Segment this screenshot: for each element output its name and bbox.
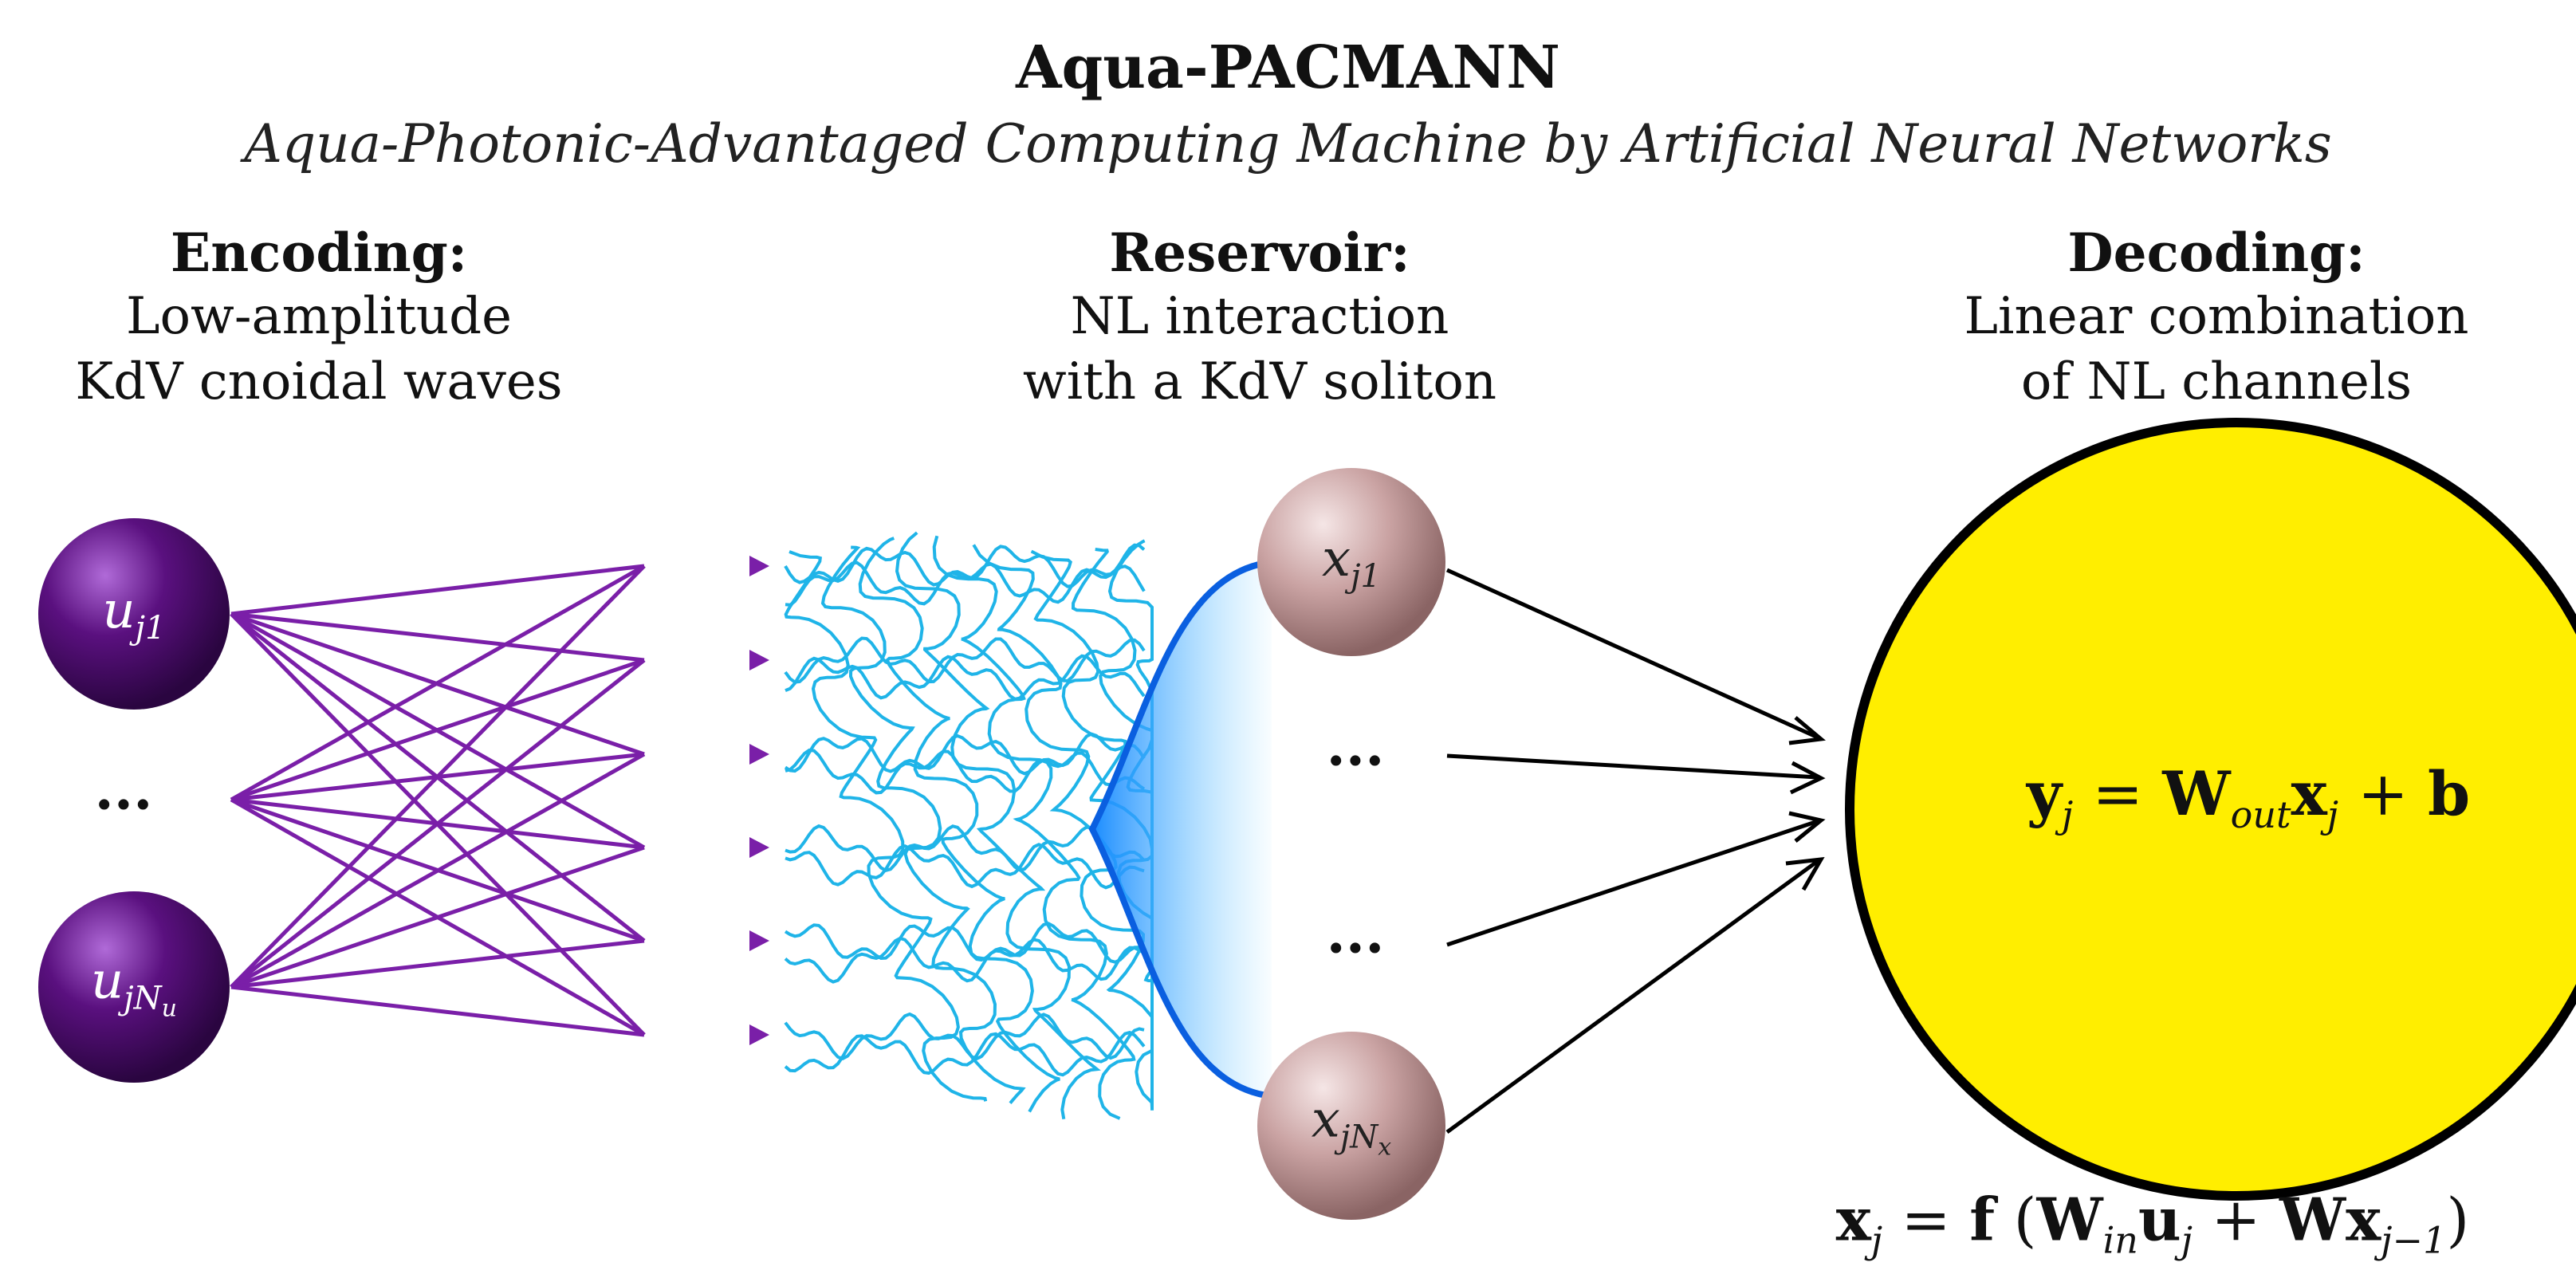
decoding-line-2: of NL channels	[2020, 352, 2413, 411]
encoding-arrow-head	[749, 556, 769, 576]
cnoidal-wave	[784, 550, 988, 1102]
cnoidal-wave	[785, 654, 1146, 701]
cnoidal-wave	[972, 544, 1154, 1111]
encoding-connection-line	[230, 938, 645, 989]
decoding-heading: Decoding:	[2067, 222, 2366, 284]
input-ellipsis: ...	[94, 756, 153, 823]
output-circle	[1845, 418, 2576, 1201]
reservoir-ellipsis-2: ...	[1326, 899, 1385, 966]
reservoir-node-last-label: xjNx	[1311, 1090, 1392, 1162]
encoding-arrow-head	[749, 930, 769, 951]
diagram-title: Aqua-PACMANN	[1016, 33, 1560, 102]
encoding-connection-line	[230, 611, 645, 663]
cnoidal-wave	[785, 748, 1146, 795]
encoding-line-2: KdV cnoidal waves	[75, 352, 563, 411]
encoding-section: Encoding: Low-amplitude KdV cnoidal wave…	[32, 222, 606, 415]
input-node-last	[38, 891, 230, 1083]
reservoir-line-1: NL interaction	[1070, 287, 1449, 346]
cnoidal-wave	[932, 535, 1136, 1120]
encoding-arrow-head	[749, 1024, 769, 1045]
cnoidal-wave	[820, 545, 1026, 1104]
decoding-line-1: Linear combination	[1964, 287, 2469, 346]
decoding-arrows	[1445, 568, 1826, 1134]
diagram-subtitle: Aqua-Photonic-Advantaged Computing Machi…	[244, 113, 2332, 175]
encoding-arrows	[650, 556, 769, 1045]
cnoidal-wave	[858, 537, 1060, 1113]
encoding-connection-line	[230, 752, 646, 989]
input-node-first-label: uj1	[102, 581, 166, 647]
reservoir-node-first	[1257, 468, 1445, 656]
encoding-connection-line	[230, 564, 646, 802]
cnoidal-wave	[784, 936, 1146, 984]
encoding-connections	[230, 564, 646, 1037]
input-node-first	[38, 518, 230, 710]
input-node-last-label: ujNu	[91, 951, 177, 1023]
encoding-connection-line	[230, 658, 645, 802]
output-equation: yj = Woutxj + b	[2026, 757, 2471, 837]
encoding-arrow-head	[749, 744, 769, 765]
cnoidal-wave	[784, 922, 1145, 964]
cnoidal-wave	[784, 543, 1146, 588]
encoding-connection-line	[230, 659, 646, 989]
encoding-arrow-head	[749, 650, 769, 670]
kdv-soliton	[1088, 559, 1272, 1099]
encoding-arrow-head	[749, 837, 769, 858]
encoding-heading: Encoding:	[170, 222, 468, 284]
state-equation: xj = f (Winuj + Wxj−1)	[1835, 1186, 2470, 1262]
reservoir-ellipsis-1: ...	[1326, 712, 1385, 779]
encoding-connection-line	[230, 564, 645, 616]
cnoidal-wave	[784, 1012, 1145, 1061]
reservoir-node-first-label: xj1	[1322, 529, 1381, 595]
cnoidal-waves	[784, 531, 1154, 1120]
encoding-connection-line	[230, 845, 645, 989]
encoding-connection-line	[230, 985, 645, 1037]
encoding-connection-line	[230, 564, 646, 989]
cnoidal-wave	[895, 531, 1101, 1120]
reservoir-node-last	[1257, 1032, 1445, 1220]
reservoir-section: Reservoir: NL interaction with a KdV sol…	[901, 222, 1618, 415]
reservoir-line-2: with a KdV soliton	[1022, 352, 1497, 411]
encoding-line-1: Low-amplitude	[126, 287, 512, 346]
cnoidal-wave	[784, 732, 1146, 776]
reservoir-heading: Reservoir:	[1109, 222, 1410, 284]
decoding-section: Decoding: Linear combination of NL chann…	[1858, 222, 2575, 415]
cnoidal-wave	[785, 843, 1145, 890]
